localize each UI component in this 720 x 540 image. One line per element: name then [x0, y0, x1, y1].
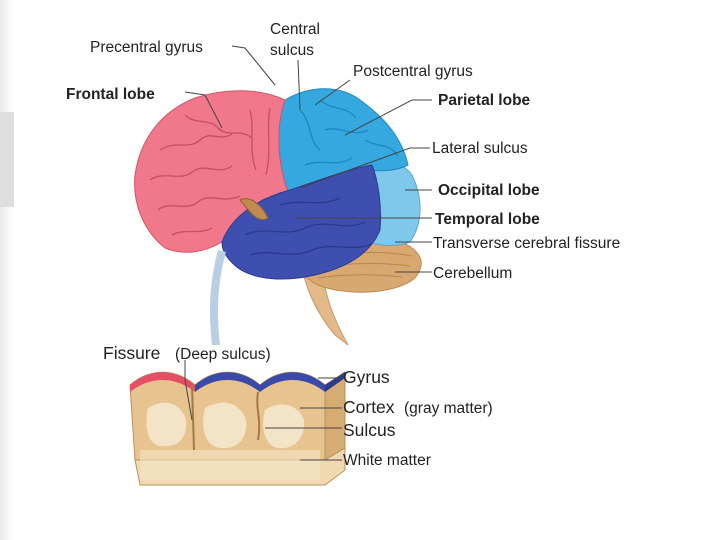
label-transverse-fissure: Transverse cerebral fissure — [433, 235, 621, 252]
label-gray-matter: (gray matter) — [404, 400, 493, 417]
label-lateral-sulcus: Lateral sulcus — [432, 140, 528, 157]
label-parietal-lobe: Parietal lobe — [438, 92, 531, 109]
label-deep-sulcus: (Deep sulcus) — [175, 346, 271, 363]
fissure-connector — [210, 250, 226, 345]
label-postcentral-gyrus: Postcentral gyrus — [353, 63, 473, 80]
leader-lines — [184, 45, 432, 461]
label-cortex: Cortex — [343, 397, 395, 417]
label-white-matter: White matter — [343, 452, 431, 469]
label-frontal-lobe: Frontal lobe — [66, 86, 155, 103]
frontal-gyri — [149, 107, 271, 236]
label-occipital-lobe: Occipital lobe — [438, 182, 540, 199]
label-central-sulcus-line2: sulcus — [270, 42, 314, 59]
label-sulcus: Sulcus — [343, 420, 396, 440]
label-temporal-lobe: Temporal lobe — [435, 211, 540, 228]
label-gyrus: Gyrus — [343, 367, 390, 387]
lateral-sulcus-notch — [239, 198, 269, 221]
page-edge-band — [0, 112, 14, 207]
label-cerebellum: Cerebellum — [433, 265, 513, 282]
temporal-gyri — [244, 197, 373, 256]
temporal-lobe — [221, 164, 381, 280]
label-fissure: Fissure — [103, 343, 161, 363]
label-precentral-gyrus: Precentral gyrus — [90, 39, 203, 56]
label-central-sulcus-line1: Central — [270, 21, 320, 38]
cortex-block — [129, 371, 346, 486]
